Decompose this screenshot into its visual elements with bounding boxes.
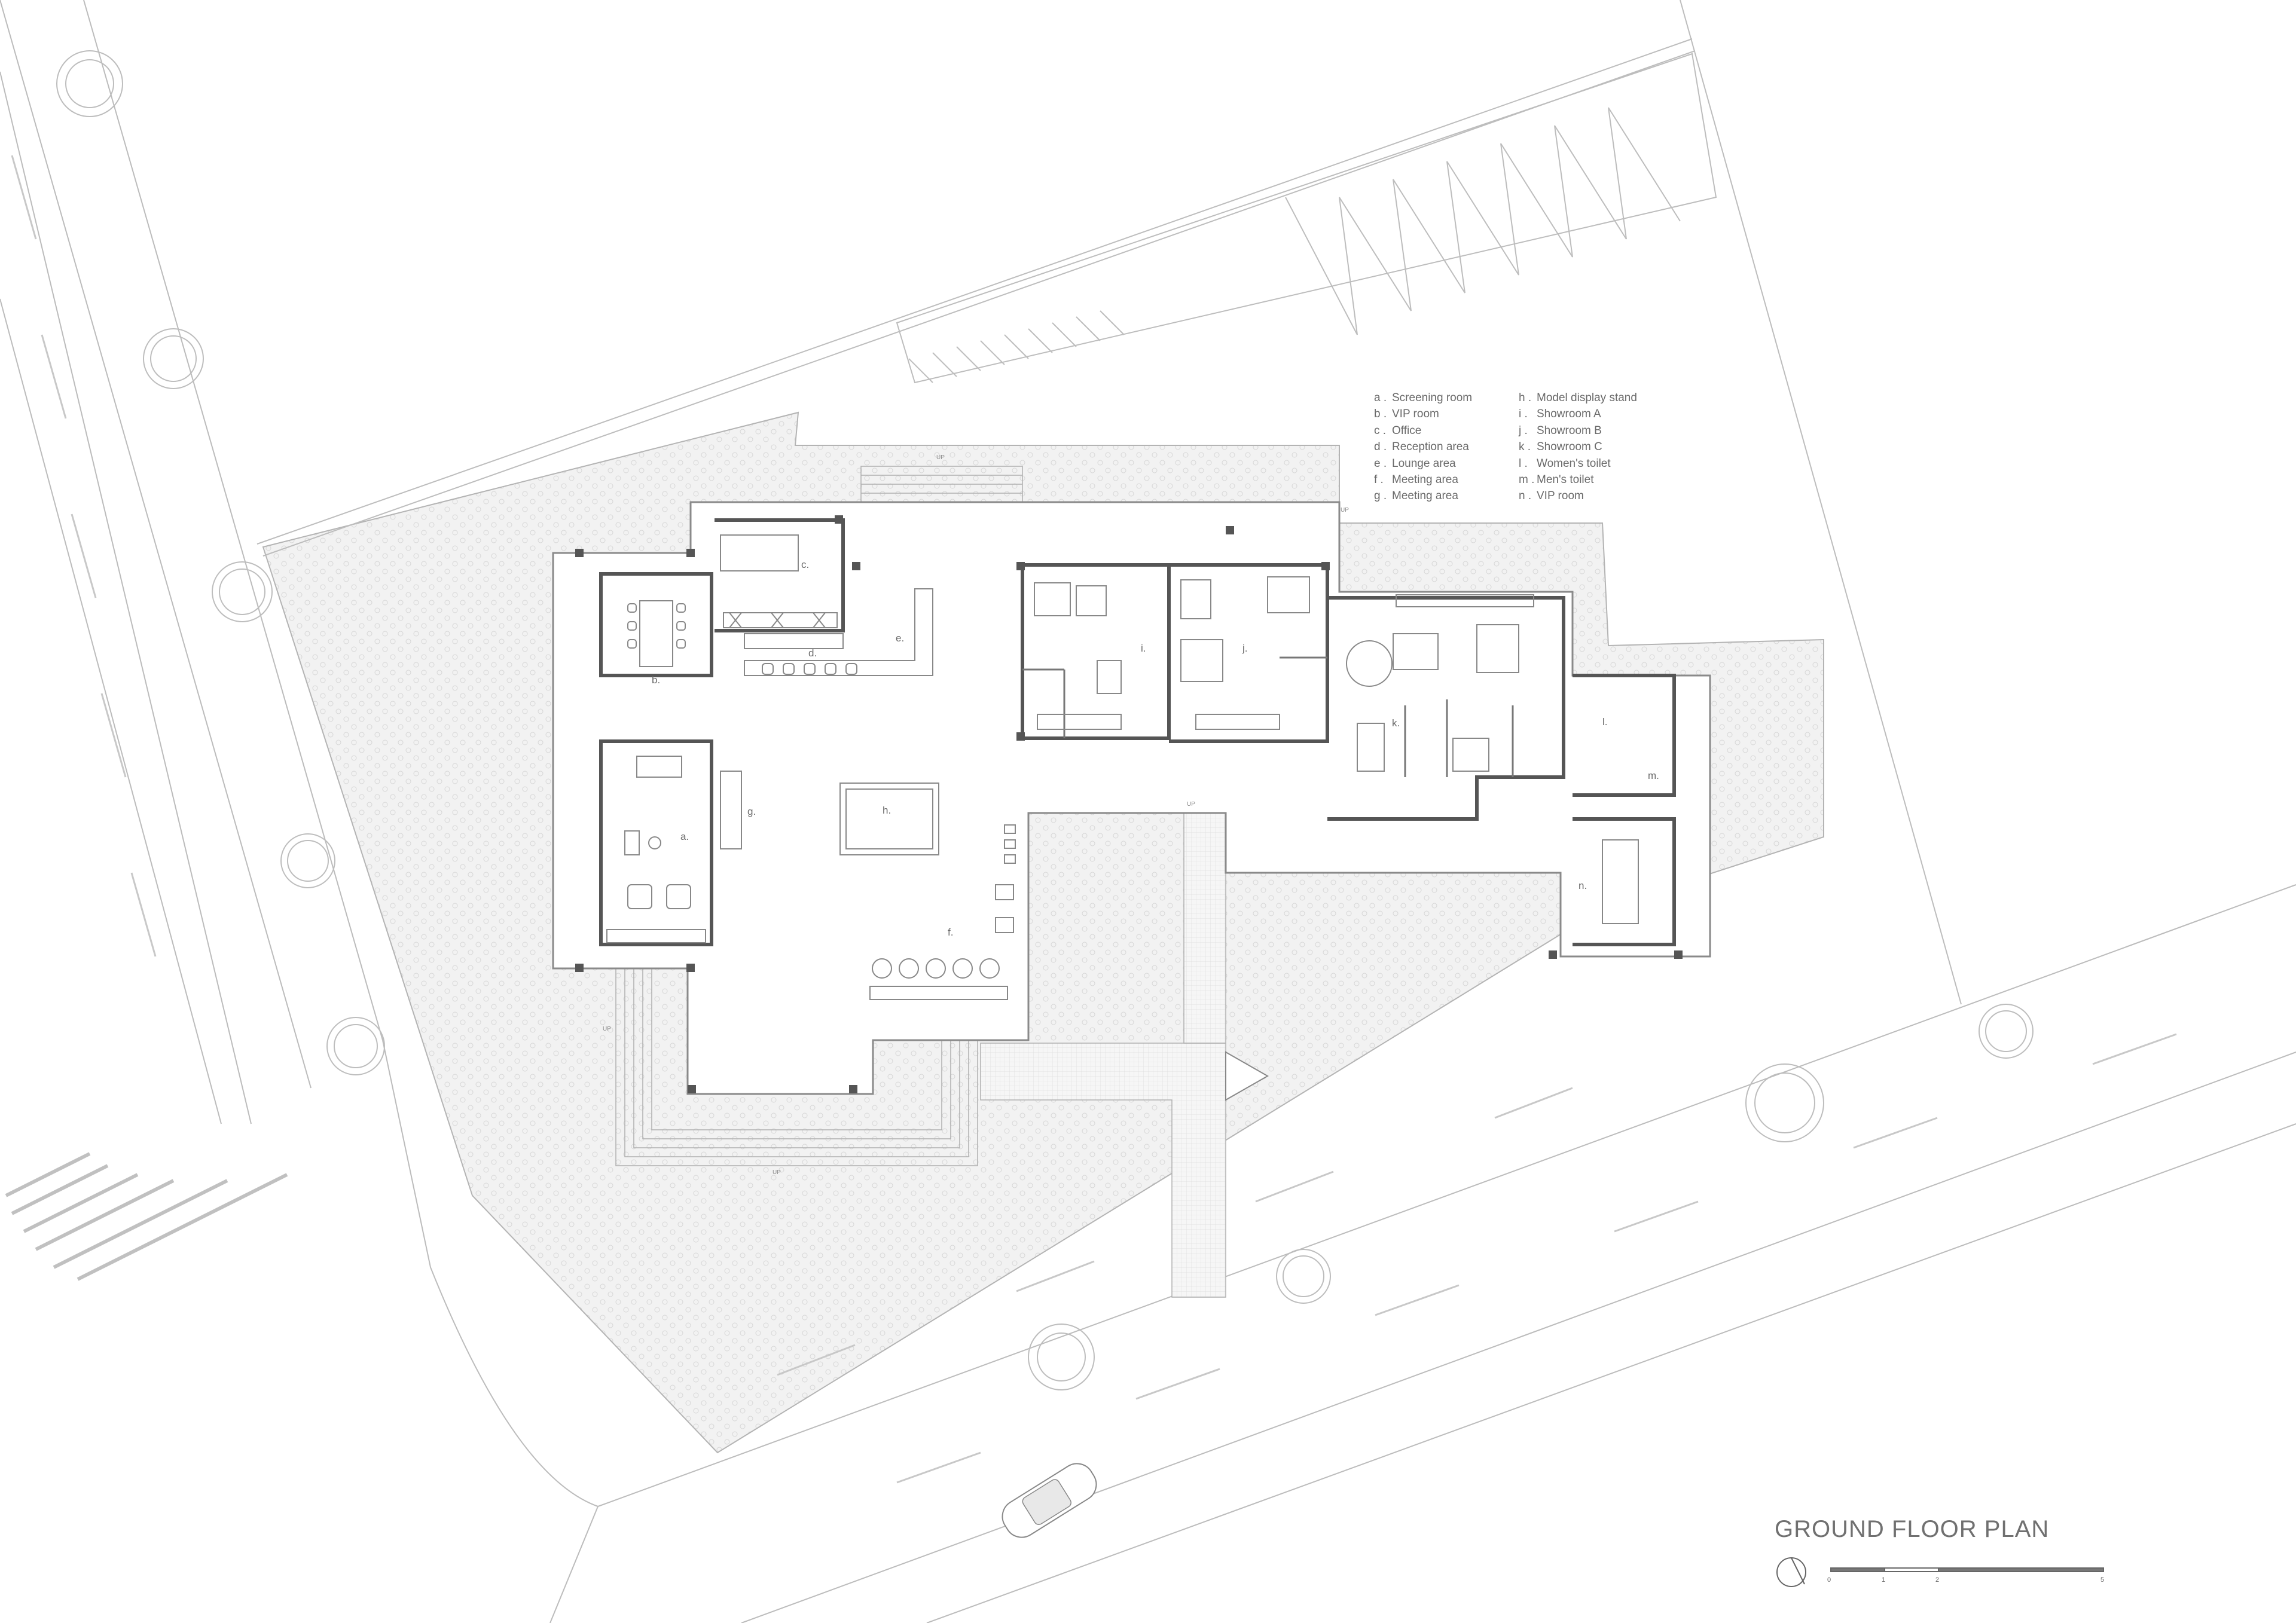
room-label-d: d. [808,647,817,659]
interior-walls [1022,656,1514,777]
stair-up-label: UP [603,1026,611,1032]
walls [599,518,1676,946]
vip-room-table [627,600,686,667]
road-left [0,0,599,1507]
building-floor [552,501,1711,1095]
model-display-stand [839,783,939,855]
scale-bar [1830,1567,2104,1572]
room-label-g: g. [747,806,756,817]
columns [575,515,1683,1093]
screening-room-seats [606,756,706,943]
legend-left: a .Screening room b .VIP room c .Office … [1374,390,1472,505]
legend-item: j .Showroom B [1519,424,1602,437]
room-label-e: e. [896,632,905,644]
legend-item: n .VIP room [1519,490,1584,503]
stair-up-label: UP [773,1169,781,1176]
legend-item: l .Women's toilet [1519,457,1611,470]
legend-item: f .Meeting area [1374,473,1458,487]
room-label-h: h. [883,805,891,816]
road-bottom-lane-marks [777,1033,2177,1484]
room-label-a: a. [680,831,689,842]
room-label-m: m. [1648,770,1659,781]
room-label-c: c. [801,559,810,570]
legend-right: h .Model display stand i .Showroom A j .… [1519,390,1637,505]
car-icon [1002,1463,1097,1538]
room-label-i: i. [1141,643,1146,654]
legend-item: i .Showroom A [1519,408,1601,421]
parking-stalls [896,53,1717,384]
legend-item: h .Model display stand [1519,392,1637,404]
meeting-area-g-bench [720,771,742,849]
scale-tick: 1 [1882,1576,1886,1584]
legend-item: a .Screening room [1374,392,1473,404]
plan-north-marker-icon [1225,1051,1269,1101]
legend-item: b .VIP room [1374,408,1439,421]
office-desks [720,534,838,628]
legend-item: g .Meeting area [1374,490,1458,503]
crosswalk [5,1152,288,1281]
stair-up-label: UP [1187,801,1195,808]
legend-item: m .Men's toilet [1519,473,1594,487]
room-label-b: b. [652,674,661,686]
site-boundary [257,0,1962,1005]
room-label-j: j. [1242,643,1248,654]
legend-item: c .Office [1374,424,1422,437]
road-bottom [549,884,2296,1623]
drawing-title: GROUND FLOOR PLAN [1775,1516,2050,1542]
room-label-l: l. [1602,716,1608,728]
stair-up-label: UP [1341,507,1349,514]
stair-up-label: UP [936,454,945,461]
showroom-furniture [1034,576,1639,924]
room-label-f: f. [948,927,954,938]
legend-item: e .Lounge area [1374,457,1456,470]
room-label-k: k. [1392,717,1400,729]
road-left-lane-marks [11,155,157,957]
scale-tick: 2 [1935,1576,1940,1584]
meeting-area-f-seats [869,824,1016,1000]
legend-item: k .Showroom C [1519,441,1602,454]
entrance-steps [615,968,978,1166]
scale-tick: 5 [2100,1576,2105,1584]
reception-counter [744,588,933,676]
legend-item: d .Reception area [1374,441,1469,454]
north-arrow-icon [1776,1557,1806,1587]
room-label-n: n. [1578,880,1587,891]
scale-tick: 0 [1827,1576,1831,1584]
walkway-east [1183,812,1226,1044]
trees [56,50,2034,1390]
